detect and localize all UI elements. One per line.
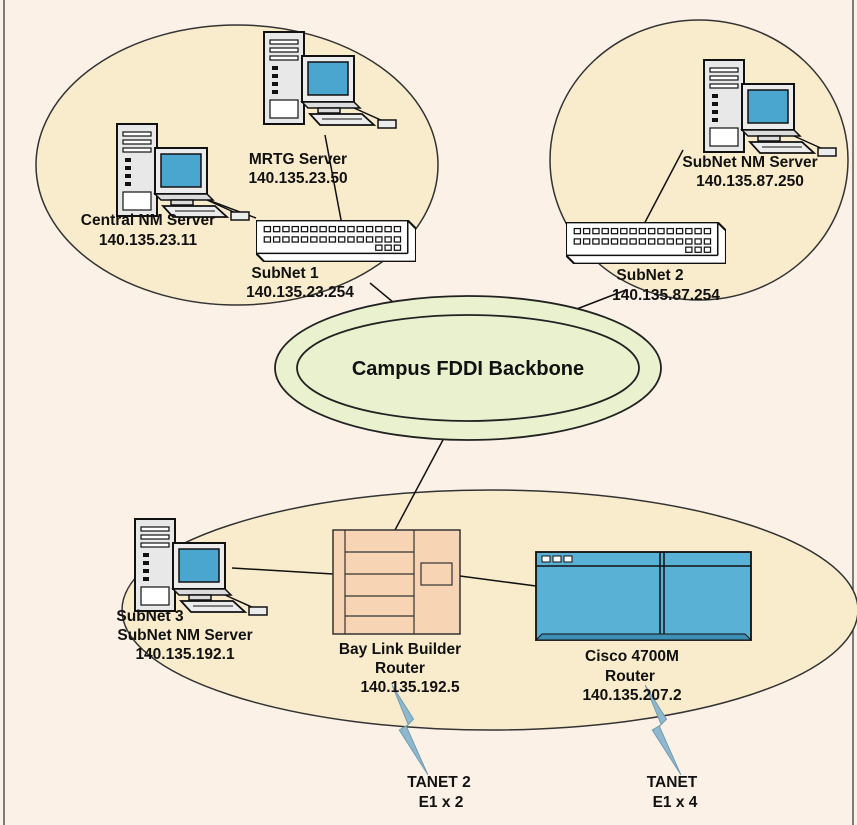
mrtg-server-ip: 140.135.23.50 (248, 170, 347, 187)
tanet-name: TANET (647, 774, 698, 791)
cisco-router-type: Router (605, 668, 655, 685)
subnet2-nm-server-ip: 140.135.87.250 (696, 173, 804, 190)
bay-router-icon (332, 529, 461, 635)
subnet3-name: SubNet 3 (116, 608, 184, 625)
subnet1-area (35, 24, 439, 306)
backbone-label: Campus FDDI Backbone (352, 358, 584, 380)
tanet-lines: E1 x 4 (653, 794, 698, 811)
central-nm-server-ip: 140.135.23.11 (99, 232, 198, 249)
bay-router-name: Bay Link Builder (339, 641, 461, 658)
subnet3-nm-server-ip: 140.135.192.1 (135, 646, 235, 663)
subnet3-area (121, 489, 857, 731)
cisco-router-name: Cisco 4700M (585, 648, 679, 665)
subnet2-hub-icon (566, 222, 726, 264)
subnet1-name: SubNet 1 (251, 265, 319, 282)
subnet1-ip: 140.135.23.254 (246, 284, 354, 301)
subnet2-name: SubNet 2 (616, 267, 683, 284)
bay-router-ip: 140.135.192.5 (360, 679, 460, 696)
subnet2-ip: 140.135.87.254 (612, 287, 720, 304)
subnet3-nm-server-name: SubNet NM Server (117, 627, 252, 644)
subnet1-hub-icon (256, 220, 416, 262)
tanet2-name: TANET 2 (407, 774, 470, 791)
tanet2-lines: E1 x 2 (419, 794, 464, 811)
bay-router-type: Router (375, 660, 425, 677)
mrtg-server-name: MRTG Server (249, 151, 347, 168)
central-nm-server-name: Central NM Server (81, 212, 215, 229)
cisco-router-icon (534, 551, 753, 641)
backbone-inner-ring (296, 314, 640, 422)
cisco-router-ip: 140.135.207.2 (582, 687, 681, 704)
subnet2-nm-server-name: SubNet NM Server (682, 154, 817, 171)
